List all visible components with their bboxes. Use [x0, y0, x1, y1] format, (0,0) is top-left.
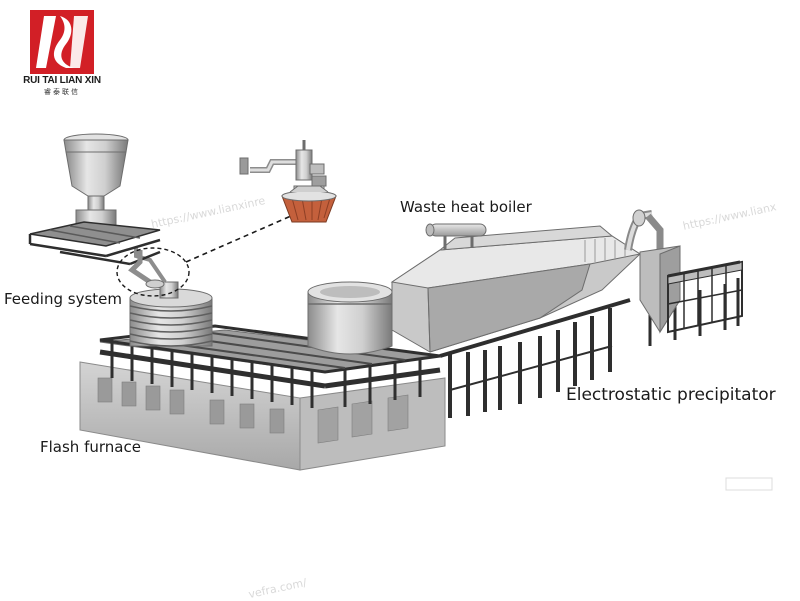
label-waste-heat-boiler: Waste heat boiler — [400, 198, 532, 216]
detail-callout — [116, 211, 301, 297]
electrostatic-precipitator — [639, 245, 743, 346]
label-electrostatic-precipitator: Electrostatic precipitator — [566, 385, 776, 405]
reaction-shaft — [129, 248, 213, 347]
watermark-stamp — [725, 477, 773, 491]
uptake-shaft — [307, 281, 393, 355]
logo-brand-en: RUI TAI LIAN XIN — [23, 75, 101, 86]
label-feeding-system: Feeding system — [4, 290, 122, 308]
waste-heat-boiler — [390, 223, 642, 418]
logo-mark-icon — [30, 10, 94, 74]
company-logo: RUI TAI LIAN XIN 睿泰联信 — [20, 10, 104, 97]
logo-brand-cn: 睿泰联信 — [44, 88, 80, 96]
concentrate-burner-detail — [239, 140, 337, 223]
feeding-system — [28, 133, 165, 289]
label-flash-furnace: Flash furnace — [40, 438, 141, 456]
